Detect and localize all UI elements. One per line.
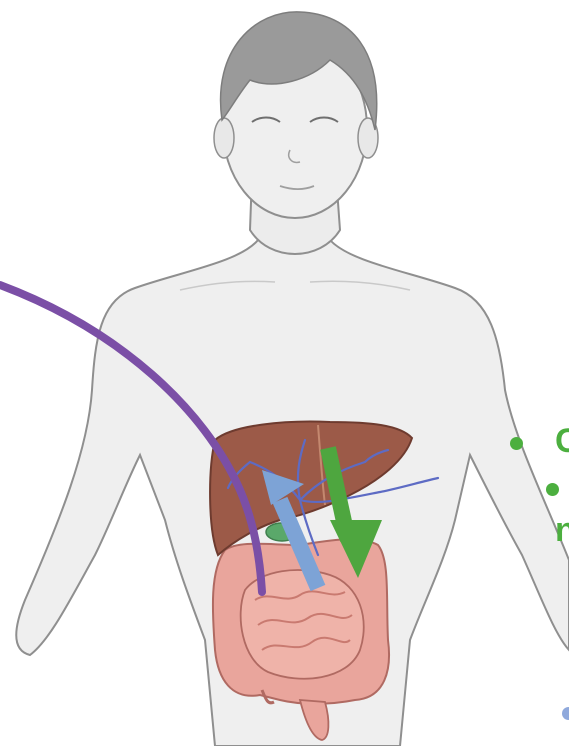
right-edge-label-2: n [555,513,569,547]
ear-left [214,118,234,158]
right-edge-label-1: C [555,424,569,458]
bullet-1 [510,437,523,450]
bullet-2 [546,483,559,496]
bullet-3 [562,707,569,720]
